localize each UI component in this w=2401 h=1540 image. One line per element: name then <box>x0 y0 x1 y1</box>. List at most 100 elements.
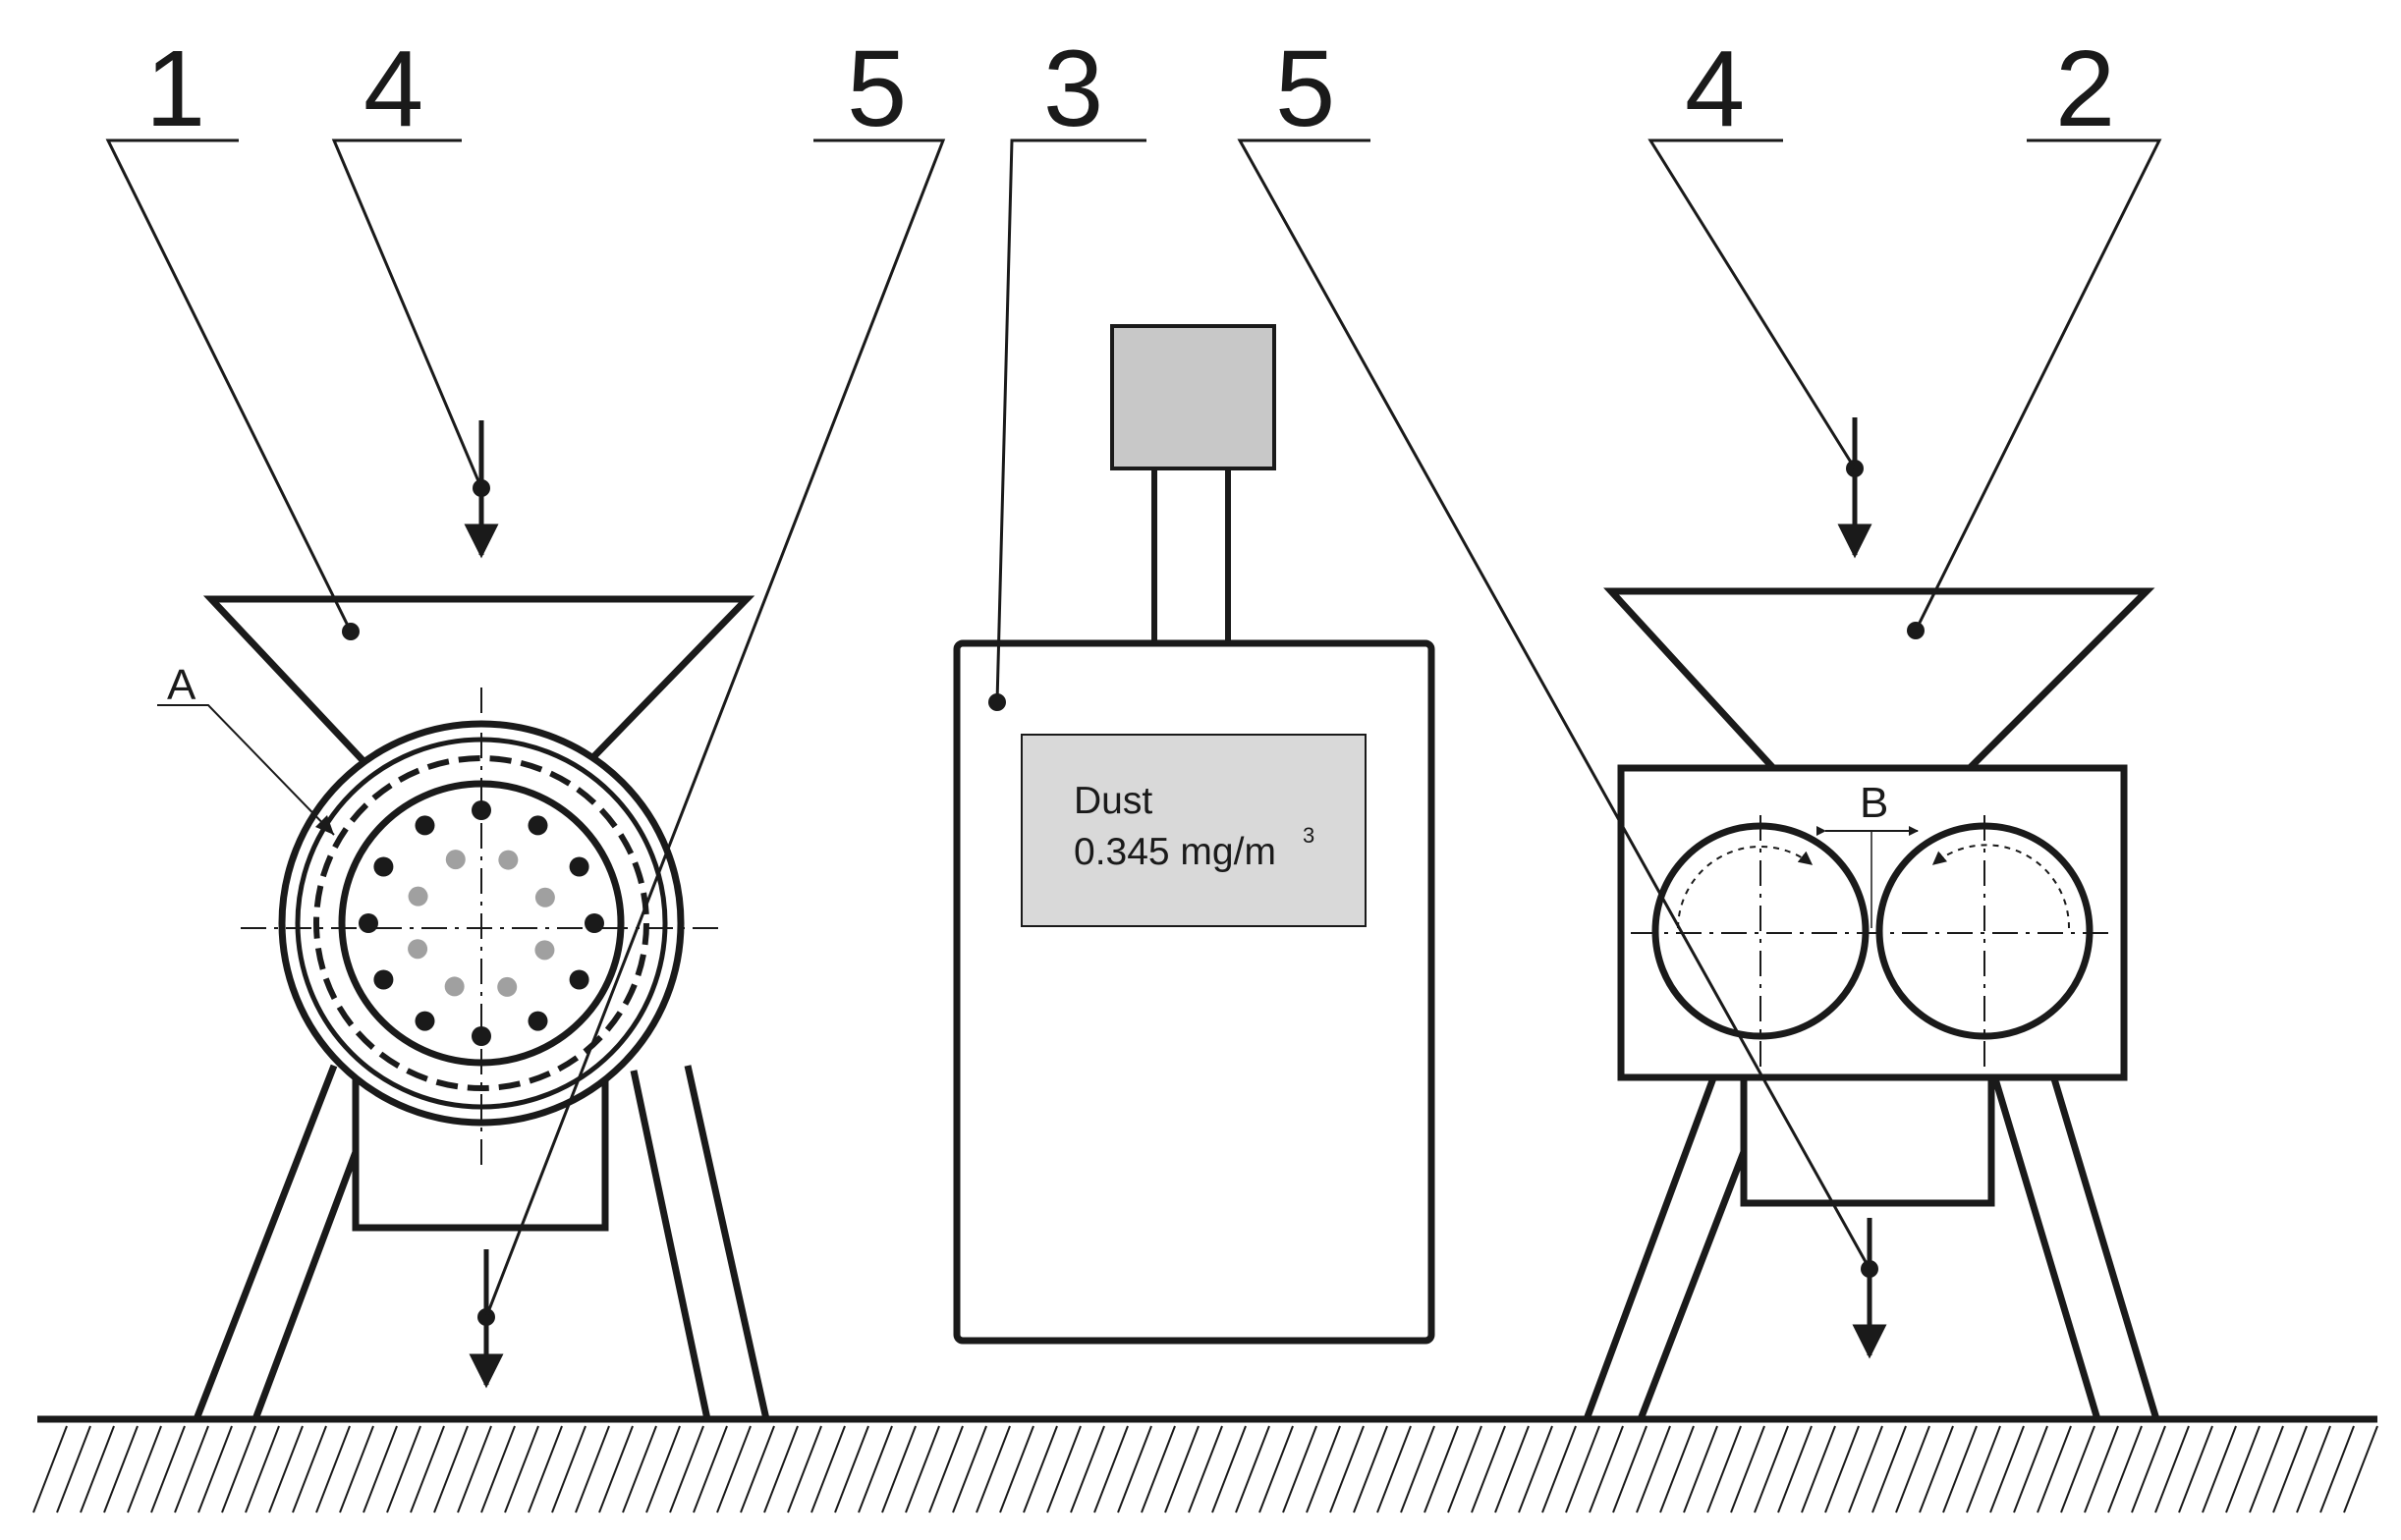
ground-hatch-line <box>858 1425 893 1513</box>
ground-hatch-line <box>56 1425 91 1513</box>
ground-hatch-line <box>1070 1425 1105 1513</box>
ground-hatch-line <box>2249 1425 2284 1513</box>
ground-hatch-line <box>952 1425 987 1513</box>
ground-hatch-line <box>1942 1425 1978 1513</box>
ground-hatch-line <box>551 1425 586 1513</box>
leader-4-right <box>1647 138 1857 469</box>
ground-hatch-line <box>669 1425 704 1513</box>
rotor-hole-inner <box>534 940 555 961</box>
dust-meter <box>953 324 1435 1345</box>
roller-crusher-hopper <box>1603 587 2155 772</box>
screen-label-a: A <box>167 661 196 709</box>
ground-hatch-line <box>622 1425 657 1513</box>
ground-hatch-line <box>2319 1425 2355 1513</box>
ground-hatch-line <box>221 1425 256 1513</box>
ground-hatch-line <box>1683 1425 1718 1513</box>
hammer-mill <box>193 595 770 1421</box>
callout-label-2: 2 <box>2055 28 2115 149</box>
callout-label-3: 3 <box>1043 28 1103 149</box>
rotor-hole-inner <box>408 939 428 960</box>
ground-hatch-line <box>1211 1425 1247 1513</box>
ground-hatch-line <box>2131 1425 2166 1513</box>
ground-hatch-line <box>1895 1425 1930 1513</box>
hammer-mill-legs <box>193 1064 770 1421</box>
callout-label-1: 1 <box>145 28 205 149</box>
ground-hatch-line <box>905 1425 940 1513</box>
dust-meter-unit-superscript: 3 <box>1303 823 1314 848</box>
leader-a <box>157 704 335 836</box>
hammer-mill-rotor-holes <box>359 800 604 1046</box>
ground-hatch-line <box>1282 1425 1317 1513</box>
ground-hatch-line <box>1306 1425 1341 1513</box>
ground-hatch-line <box>32 1425 68 1513</box>
ground-hatch-line <box>1659 1425 1695 1513</box>
ground-hatch-line <box>292 1425 327 1513</box>
gap-label-b: B <box>1860 779 1888 827</box>
ground-hatch-line <box>740 1425 775 1513</box>
ground-hatch-line <box>528 1425 563 1513</box>
ground-hatch-line <box>504 1425 539 1513</box>
ground-hatch-line <box>2225 1425 2261 1513</box>
rotor-hole-inner <box>408 886 428 907</box>
ground-hatch-line <box>1966 1425 2001 1513</box>
ground-hatch-line <box>197 1425 233 1513</box>
ground-hatch-line <box>1046 1425 1082 1513</box>
ground-hatch-line <box>1989 1425 2025 1513</box>
ground-hatch-line <box>1471 1425 1506 1513</box>
ground-hatch-line <box>1730 1425 1765 1513</box>
ground-hatch-line <box>1188 1425 1223 1513</box>
ground-hatch-line <box>645 1425 681 1513</box>
ground-hatch-line <box>339 1425 374 1513</box>
ground-hatch-line <box>2343 1425 2378 1513</box>
ground-hatch-line <box>1093 1425 1129 1513</box>
ground-hatch-line <box>150 1425 186 1513</box>
ground-hatch-line <box>1541 1425 1577 1513</box>
rotor-hole-outer <box>472 800 491 820</box>
ground-hatch-line <box>976 1425 1011 1513</box>
leader-5-right <box>1237 138 1871 1270</box>
ground-hatch-line <box>2060 1425 2095 1513</box>
rotor-hole-outer <box>415 1011 435 1031</box>
ground-hatch-line <box>1612 1425 1647 1513</box>
roller-crusher-housing <box>1617 764 2128 1081</box>
ground-hatch-line <box>1871 1425 1907 1513</box>
ground-hatch-line <box>2178 1425 2213 1513</box>
ground-hatch-line <box>1777 1425 1813 1513</box>
ground-hatching <box>32 1425 2378 1513</box>
ground-hatch-line <box>433 1425 469 1513</box>
ground-hatch-line <box>763 1425 799 1513</box>
rotor-hole-outer <box>472 1026 491 1046</box>
rotor-hole-inner <box>444 976 465 997</box>
ground-hatch-line <box>1424 1425 1459 1513</box>
ground-hatch-line <box>1518 1425 1553 1513</box>
ground-hatch-line <box>1376 1425 1412 1513</box>
ground-hatch-line <box>315 1425 351 1513</box>
ground-hatch-line <box>2272 1425 2308 1513</box>
ground-hatch-line <box>1023 1425 1058 1513</box>
leader-4-left <box>331 138 483 489</box>
ground-hatch-line <box>999 1425 1034 1513</box>
rotor-hole-inner <box>445 850 466 870</box>
ground-hatch-line <box>1801 1425 1836 1513</box>
leader-lines <box>105 138 2162 1318</box>
leader-1 <box>105 138 353 632</box>
ground-hatch-line <box>1353 1425 1388 1513</box>
rotor-hole-outer <box>528 1011 548 1031</box>
ground-hatch-line <box>1258 1425 1294 1513</box>
rotor-hole-inner <box>497 976 518 997</box>
ground-hatch-line <box>2013 1425 2048 1513</box>
rotor-hole-outer <box>359 913 378 933</box>
ground-hatch-line <box>480 1425 516 1513</box>
ground-hatch-line <box>386 1425 421 1513</box>
rotor-hole-outer <box>373 969 394 990</box>
ground-hatch-line <box>1141 1425 1176 1513</box>
ground <box>32 1415 2378 1513</box>
ground-hatch-line <box>787 1425 822 1513</box>
dust-meter-reading: 0.345 mg/m <box>1074 831 1276 873</box>
dust-meter-title: Dust <box>1074 780 1152 822</box>
roller-crusher-legs <box>1583 1073 2160 1421</box>
ground-hatch-line <box>1706 1425 1742 1513</box>
ground-hatch-line <box>103 1425 139 1513</box>
ground-hatch-line <box>174 1425 209 1513</box>
leader-3 <box>995 138 1146 703</box>
